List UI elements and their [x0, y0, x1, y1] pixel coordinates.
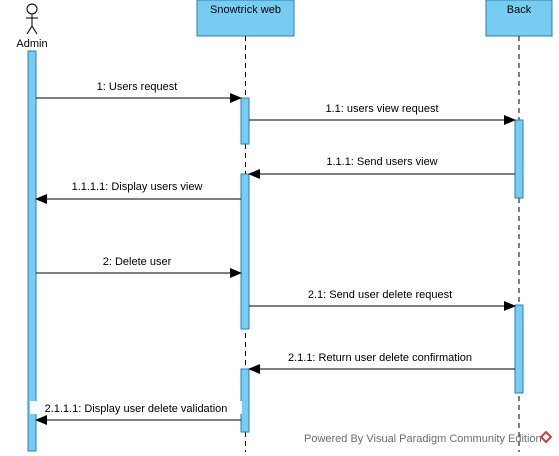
actor-head	[26, 3, 38, 15]
activation-web-2	[240, 173, 250, 330]
message-1-1: 1.1: users view request	[249, 103, 516, 125]
actor-left-leg	[26, 25, 33, 35]
message-label: 1.1: users view request	[325, 103, 438, 115]
actor-right-leg	[31, 25, 38, 35]
message-label: 1.1.1: Send users view	[326, 156, 437, 168]
message-2-1: 2.1: Send user delete request	[249, 289, 516, 311]
message-label: 2: Delete user	[103, 256, 172, 268]
lifeline-header-web: Snowtrick web	[196, 0, 295, 37]
lifeline-label-web: Snowtrick web	[210, 4, 281, 16]
activation-back-2	[514, 304, 524, 394]
message-1-1-1: 1.1.1: Send users view	[248, 156, 515, 179]
activation-web-1	[240, 97, 250, 145]
message-label: 1.1.1.1: Display users view	[72, 181, 203, 193]
message-1-1-1-1: 1.1.1.1: Display users view	[35, 181, 241, 204]
activation-web-3	[240, 368, 250, 433]
watermark: Powered By Visual Paradigm Community Edi…	[304, 430, 553, 445]
message-2: 2: Delete user	[36, 256, 242, 278]
message-2-1-1: 2.1.1: Return user delete confirmation	[248, 352, 515, 374]
admin-actor: Admin	[16, 3, 48, 50]
message-label: 2.1.1: Return user delete confirmation	[288, 352, 472, 364]
message-label: 2.1.1.1: Display user delete validation	[45, 403, 228, 415]
message-label: 1: Users request	[97, 81, 178, 93]
lifeline-box-web	[196, 0, 295, 37]
actor-label: Admin	[16, 38, 47, 50]
message-1: 1: Users request	[36, 81, 242, 103]
activation-back-1	[514, 119, 524, 199]
message-label-bg	[30, 401, 242, 414]
message-2-1-1-1: 2.1.1.1: Display user delete validation	[30, 401, 242, 425]
message-label: 2.1: Send user delete request	[308, 289, 452, 301]
watermark-text: Powered By Visual Paradigm Community Edi…	[304, 433, 542, 445]
lifeline-header-back: Back	[485, 0, 553, 37]
activation-admin	[27, 50, 37, 452]
lifeline-label-back: Back	[507, 4, 532, 16]
